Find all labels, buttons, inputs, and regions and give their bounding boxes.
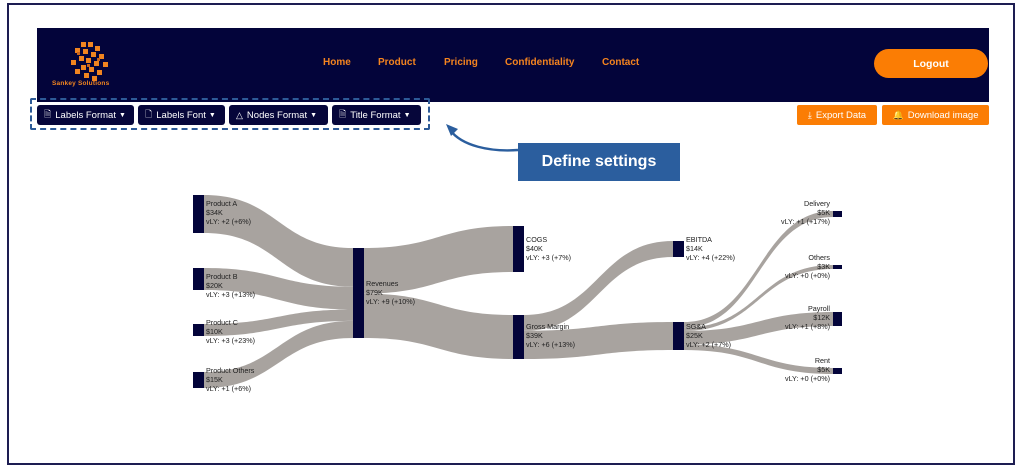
document-icon: 🗎 — [339, 109, 347, 119]
caret-down-icon: ▼ — [118, 111, 126, 119]
sankey-label-product_a-name: Product A — [206, 199, 237, 208]
sankey-label-revenues-name: Revenues — [366, 279, 399, 288]
labels-font-label: Labels Font — [156, 109, 206, 121]
sankey-label-gross_margin-value: $39K — [526, 331, 543, 340]
sankey-link-product_c-revenues — [204, 309, 353, 336]
sankey-link-gross_margin-ebitda — [524, 241, 673, 331]
caret-down-icon: ▼ — [403, 111, 411, 119]
sankey-node-product_c[interactable] — [193, 324, 204, 336]
sankey-label-product_b-name: Product B — [206, 272, 238, 281]
sankey-node-product_a[interactable] — [193, 195, 204, 233]
sankey-label-ebitda-vly: vLY: +4 (+22%) — [686, 253, 735, 262]
sankey-node-ebitda[interactable] — [673, 241, 684, 257]
sankey-label-gross_margin-vly: vLY: +6 (+13%) — [526, 340, 575, 349]
sankey-link-sga-others — [684, 265, 833, 331]
sankey-label-others-vly: vLY: +0 (+0%) — [785, 271, 830, 280]
nav-product[interactable]: Product — [378, 57, 416, 68]
nodes-format-label: Nodes Format — [246, 109, 308, 121]
sankey-label-payroll-value: $12K — [813, 313, 830, 322]
sankey-node-product_others[interactable] — [193, 372, 204, 388]
sankey-label-revenues-value: $79K — [366, 288, 383, 297]
sankey-label-product_a-vly: vLY: +2 (+6%) — [206, 217, 251, 226]
caret-down-icon: ▼ — [208, 111, 216, 119]
curved-arrow-icon — [446, 124, 519, 152]
sankey-link-product_b-revenues — [204, 268, 353, 310]
export-data-label: Export Data — [815, 109, 867, 121]
sankey-label-ebitda-value: $14K — [686, 244, 703, 253]
nav-confidentiality[interactable]: Confidentiality — [505, 57, 575, 68]
sankey-label-sga-value: $25K — [686, 331, 703, 340]
sankey-node-sga[interactable] — [673, 322, 684, 350]
sankey-label-product_others-value: $15K — [206, 375, 223, 384]
labels-font-dropdown[interactable]: 🗋 Labels Font ▼ — [138, 105, 225, 125]
nav-home[interactable]: Home — [323, 57, 351, 68]
triangle-icon: △ — [236, 109, 243, 120]
sankey-label-rent-value: $5K — [817, 365, 830, 374]
sankey-label-rent-vly: vLY: +0 (+0%) — [785, 374, 830, 383]
sankey-node-others[interactable] — [833, 265, 842, 269]
sankey-label-ebitda-name: EBITDA — [686, 235, 712, 244]
sankey-label-payroll-name: Payroll — [808, 304, 830, 313]
sankey-node-payroll[interactable] — [833, 312, 842, 326]
sankey-label-sga-name: SG&A — [686, 322, 706, 331]
nodes-format-dropdown[interactable]: △ Nodes Format ▼ — [229, 105, 328, 125]
sankey-node-revenues[interactable] — [353, 248, 364, 338]
sankey-label-delivery-name: Delivery — [804, 199, 830, 208]
sankey-link-revenues-gross_margin — [364, 293, 513, 359]
sankey-link-sga-rent — [684, 344, 833, 374]
sankey-label-gross_margin-name: Gross Margin — [526, 322, 569, 331]
sankey-label-others-value: $3K — [817, 262, 830, 271]
sankey-label-product_c-value: $10K — [206, 327, 223, 336]
sankey-label-cogs-name: COGS — [526, 235, 547, 244]
sankey-link-product_others-revenues — [204, 320, 353, 388]
sankey-label-product_c-name: Product C — [206, 318, 238, 327]
download-image-button[interactable]: 🔔 Download image — [882, 105, 989, 125]
sankey-node-delivery[interactable] — [833, 211, 842, 217]
nav-pricing[interactable]: Pricing — [444, 57, 478, 68]
sankey-link-revenues-cogs — [364, 226, 513, 294]
sankey-link-product_a-revenues — [204, 195, 353, 287]
download-image-label: Download image — [907, 109, 979, 121]
sankey-node-cogs[interactable] — [513, 226, 524, 272]
download-icon: ⤓ — [807, 109, 812, 120]
export-data-button[interactable]: ⤓ Export Data — [797, 105, 877, 125]
bell-icon: 🔔 — [892, 109, 904, 120]
sankey-label-product_c-vly: vLY: +3 (+23%) — [206, 336, 255, 345]
title-format-label: Title Format — [350, 109, 401, 121]
sankey-label-sga-vly: vLY: +2 (+7%) — [686, 340, 731, 349]
sankey-label-rent-name: Rent — [815, 356, 830, 365]
top-navbar: Sankey Solutions Home Product Pricing Co… — [37, 28, 989, 102]
sankey-link-gross_margin-sga — [524, 322, 673, 359]
sankey-node-product_b[interactable] — [193, 268, 204, 290]
labels-format-label: Labels Format — [55, 109, 116, 121]
sankey-label-delivery-vly: vLY: +1 (+17%) — [781, 217, 830, 226]
logout-button[interactable]: Logout — [874, 49, 988, 78]
sankey-label-product_others-vly: vLY: +1 (+6%) — [206, 384, 251, 393]
labels-format-dropdown[interactable]: 🗎 Labels Format ▼ — [37, 105, 134, 125]
brand-name: Sankey Solutions — [52, 80, 110, 87]
title-format-dropdown[interactable]: 🗎 Title Format ▼ — [332, 105, 421, 125]
document-icon: 🗎 — [44, 109, 52, 119]
sankey-label-payroll-vly: vLY: +1 (+8%) — [785, 322, 830, 331]
sankey-label-cogs-value: $40K — [526, 244, 543, 253]
sankey-label-product_b-value: $20K — [206, 281, 223, 290]
sankey-label-cogs-vly: vLY: +3 (+7%) — [526, 253, 571, 262]
sankey-label-product_others-name: Product Others — [206, 366, 255, 375]
font-icon: 🗋 — [145, 109, 153, 119]
sankey-label-product_b-vly: vLY: +3 (+13%) — [206, 290, 255, 299]
sankey-node-gross_margin[interactable] — [513, 315, 524, 359]
settings-highlight-outline — [30, 98, 430, 130]
caret-down-icon: ▼ — [310, 111, 318, 119]
sankey-label-delivery-value: $5K — [817, 208, 830, 217]
sankey-label-product_a-value: $34K — [206, 208, 223, 217]
sankey-label-revenues-vly: vLY: +9 (+10%) — [366, 297, 415, 306]
define-settings-callout: Define settings — [518, 143, 680, 181]
pixel-cluster-logo-icon[interactable] — [53, 38, 123, 98]
sankey-node-rent[interactable] — [833, 368, 842, 374]
sankey-link-sga-delivery — [684, 211, 833, 328]
sankey-label-others-name: Others — [808, 253, 830, 262]
nav-contact[interactable]: Contact — [602, 57, 640, 68]
sankey-link-sga-payroll — [684, 312, 833, 345]
